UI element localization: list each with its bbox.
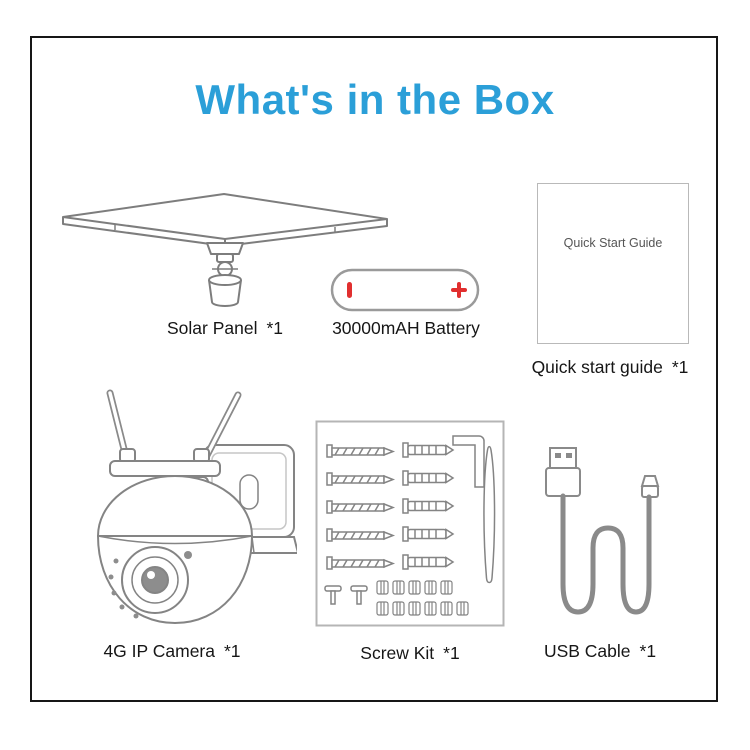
screw-kit-label: Screw Kit *1 [320, 643, 500, 664]
small-screws [324, 585, 368, 605]
solar-panel-label: Solar Panel *1 [120, 318, 330, 339]
battery-label: 30000mAH Battery [318, 318, 494, 339]
usb-cable-label-text: USB Cable [543, 641, 631, 661]
solar-panel-qty: *1 [266, 318, 284, 338]
cable-wire [560, 493, 652, 615]
page-title: What's in the Box [195, 76, 555, 123]
solar-panel-drawing [62, 193, 388, 307]
allen-key [452, 435, 485, 488]
quick-start-guide-card-text: Quick Start Guide [563, 236, 663, 250]
micro-usb-connector [640, 475, 660, 498]
guide-label: Quick start guide *1 [500, 357, 720, 378]
camera-label-text: 4G IP Camera [103, 641, 215, 661]
camera-body [96, 448, 254, 625]
battery-illustration [330, 268, 480, 312]
solar-panel-illustration [62, 193, 388, 307]
battery-negative-mark [347, 282, 352, 298]
border-frame [30, 36, 718, 702]
ip-camera-illustration [96, 389, 297, 625]
pry-tool [483, 445, 496, 584]
quick-start-guide-card: Quick Start Guide [537, 183, 689, 344]
usb-cable-label: USB Cable *1 [510, 641, 690, 662]
usb-a-connector [545, 447, 581, 497]
camera-label: 4G IP Camera *1 [72, 641, 272, 662]
battery-positive-mark [451, 282, 467, 298]
usb-cable-illustration [545, 447, 660, 615]
usb-cable-qty: *1 [639, 641, 657, 661]
guide-label-text: Quick start guide [531, 357, 663, 377]
screw-kit-label-text: Screw Kit [360, 643, 435, 663]
battery-label-text: 30000mAH Battery [332, 318, 480, 338]
battery-body [330, 268, 480, 312]
camera-led-dots [108, 551, 192, 619]
solar-panel-label-text: Solar Panel [166, 318, 258, 338]
screw-kit-qty: *1 [443, 643, 460, 663]
guide-qty: *1 [671, 357, 689, 377]
camera-qty: *1 [223, 641, 241, 661]
screw-kit-illustration [315, 420, 505, 627]
